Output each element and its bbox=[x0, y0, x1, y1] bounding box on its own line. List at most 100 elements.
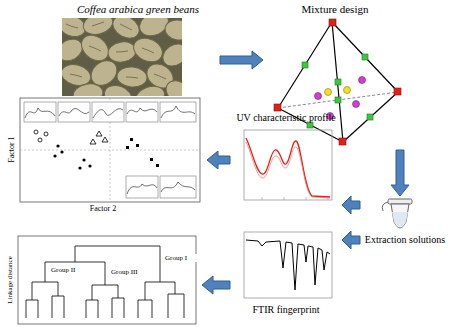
block-arrow bbox=[391, 150, 409, 196]
factor-plot-part-part bbox=[38, 138, 42, 142]
factor-plot-part-part bbox=[60, 150, 63, 153]
mixture-tetrahedron-part-part bbox=[394, 88, 401, 95]
block-arrow bbox=[342, 196, 360, 214]
factor-plot-part-part bbox=[88, 164, 91, 167]
dendrogram bbox=[18, 236, 196, 324]
uv-spectrum-part-part bbox=[306, 197, 307, 200]
factor-plot-part-part bbox=[102, 137, 108, 142]
dendrogram-part-part bbox=[112, 298, 124, 318]
extraction-tube bbox=[382, 199, 412, 228]
factor-plot-part-part bbox=[53, 154, 56, 157]
factor-chart: Factor 2 Factor 1 bbox=[3, 92, 205, 228]
factor-plot-part-part bbox=[90, 139, 96, 144]
factor-plot-part-part bbox=[126, 146, 129, 149]
factor-plot-part-part bbox=[130, 138, 133, 141]
dendrogram-part-part bbox=[168, 294, 184, 318]
mixture-tetrahedron-part-part bbox=[332, 22, 343, 142]
extraction-tube-part bbox=[391, 204, 409, 228]
uv-spectrum bbox=[244, 130, 332, 200]
extraction-tube-part bbox=[388, 199, 412, 204]
factor-plot bbox=[20, 98, 200, 202]
factor-plot-part-part bbox=[93, 109, 123, 118]
dendrogram-chart: Group IIGroup IIIGroup ILinkage distance bbox=[3, 232, 200, 328]
factor-plot-part bbox=[34, 130, 108, 144]
dendrogram-part-part bbox=[86, 300, 98, 318]
beans-photo-part bbox=[66, 22, 166, 79]
mixture-tetrahedron-part-part bbox=[359, 77, 366, 84]
beans-photo-part-part bbox=[106, 40, 137, 65]
panel-title: Extraction solutions bbox=[362, 234, 448, 246]
factor-plot-part-part bbox=[127, 108, 157, 114]
factor-plot-part bbox=[20, 150, 200, 151]
mixture-tetrahedron-part bbox=[274, 19, 401, 145]
beans-photo-part bbox=[62, 18, 182, 96]
factor-plot-part-part bbox=[56, 144, 59, 147]
factor-plot-part-part bbox=[59, 108, 89, 116]
uv-spectrum-part-part bbox=[284, 197, 285, 200]
beans-photo-part-part bbox=[154, 74, 166, 79]
factor-plot-part-part bbox=[44, 132, 48, 136]
mixture-tetrahedron-part-part bbox=[332, 22, 398, 92]
factor-plot-part-part bbox=[78, 166, 81, 169]
panel-title: Coffea arabica green beans bbox=[58, 3, 218, 16]
dendrogram-part-part bbox=[32, 282, 58, 300]
dendrogram-part-part bbox=[26, 300, 38, 318]
factor-plot-part-part bbox=[25, 108, 55, 118]
ftir-spectrum-part bbox=[244, 232, 332, 298]
chart-label: Factor 2 bbox=[73, 204, 133, 213]
photo-panel: Coffea arabica green beans bbox=[58, 2, 218, 98]
factor-plot-part bbox=[53, 138, 159, 170]
beans-photo-part-part bbox=[66, 24, 78, 28]
ftir-spectrum bbox=[244, 232, 332, 298]
mixture-tetrahedron-part-part bbox=[325, 89, 332, 96]
block-arrow bbox=[207, 151, 230, 169]
beans-photo-part-part bbox=[81, 18, 115, 38]
panel-title: Mixture design bbox=[285, 3, 385, 16]
factor-plot-part-part bbox=[58, 102, 90, 122]
mixture-tetrahedron-part bbox=[278, 22, 398, 142]
factor-plot-part-part bbox=[156, 164, 159, 167]
factor-plot-part-part bbox=[34, 130, 38, 134]
factor-plot-part-part bbox=[126, 102, 158, 122]
beans-photo-part-part bbox=[92, 22, 104, 26]
factor-plot-part-part bbox=[92, 102, 124, 122]
mixture-tetrahedron-part-part bbox=[278, 22, 332, 108]
mixture-tetrahedron-part-part bbox=[344, 87, 351, 94]
beans-photo-part-part bbox=[71, 82, 104, 96]
mixture-tetrahedron-part-part bbox=[335, 79, 341, 85]
ftir-panel: FTIR fingerprint bbox=[232, 226, 340, 322]
mixture-tetrahedron-part-part bbox=[367, 114, 373, 120]
panel-title: FTIR fingerprint bbox=[232, 304, 340, 316]
mixture-tetrahedron-part bbox=[278, 92, 398, 108]
factor-plot-part-part bbox=[161, 106, 195, 118]
block-arrow bbox=[220, 51, 263, 69]
tube-panel: Extraction solutions bbox=[362, 198, 448, 250]
beans-photo-part-part bbox=[162, 76, 182, 96]
mixture-tetrahedron-part-part bbox=[362, 54, 368, 60]
uv-spectrum-part bbox=[246, 138, 330, 197]
beans-photo-part-part bbox=[163, 18, 182, 42]
panel-title: UV characteristic profile bbox=[232, 112, 340, 124]
uv-spectrum-part-part bbox=[262, 197, 263, 200]
dendrogram-part bbox=[26, 246, 184, 318]
factor-plot-part-part bbox=[160, 176, 196, 198]
factor-plot-part-part bbox=[82, 158, 85, 161]
dendrogram-part-part bbox=[45, 262, 105, 285]
factor-plot-part-part bbox=[24, 102, 56, 122]
chart-label: Group III bbox=[110, 268, 148, 276]
design-panel: Mixture design bbox=[265, 2, 405, 148]
block-arrow bbox=[202, 276, 230, 294]
factor-plot-part-part bbox=[96, 131, 102, 136]
beans-photo-part-part bbox=[130, 34, 166, 67]
axis-label: Factor 1 bbox=[6, 137, 15, 163]
mixture-tetrahedron-part-part bbox=[302, 62, 308, 68]
factor-plot-part bbox=[20, 98, 200, 202]
dendrogram-part bbox=[18, 236, 196, 324]
factor-plot-part-part bbox=[126, 176, 158, 198]
factor-plot-part-part bbox=[136, 144, 139, 147]
mixture-tetrahedron-part-part bbox=[329, 19, 336, 26]
mixture-tetrahedron-part-part bbox=[315, 93, 322, 100]
beans-photo-part-part bbox=[126, 77, 138, 78]
